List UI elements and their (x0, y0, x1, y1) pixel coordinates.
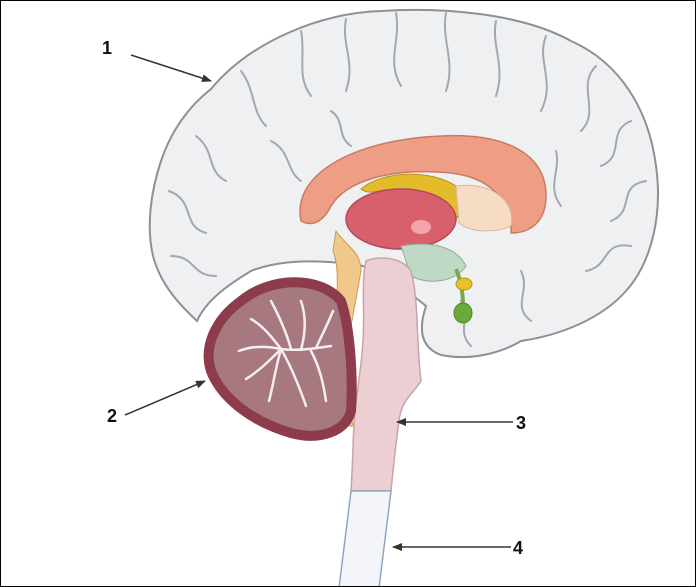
thalamus-highlight (411, 220, 431, 234)
brainstem (350, 257, 422, 492)
mammillary-body (455, 277, 473, 291)
callout-label-1: 1 (102, 38, 113, 58)
thalamus (345, 188, 457, 250)
pointer-arrow-1 (130, 54, 212, 83)
cerebellum (203, 277, 357, 441)
septum (455, 184, 513, 232)
callout-label-2: 2 (107, 406, 118, 426)
pointer-arrow-2 (124, 380, 206, 416)
corpus-callosum (299, 134, 547, 234)
spinal-cord (338, 490, 392, 586)
hypothalamus (400, 243, 467, 282)
callout-label-3: 3 (516, 413, 527, 433)
pituitary-gland (453, 302, 473, 324)
arbor-vitae (237, 299, 335, 408)
callout-label-4: 4 (513, 538, 524, 558)
cerebral-sulci (168, 12, 647, 347)
pointer-arrows (124, 54, 513, 551)
